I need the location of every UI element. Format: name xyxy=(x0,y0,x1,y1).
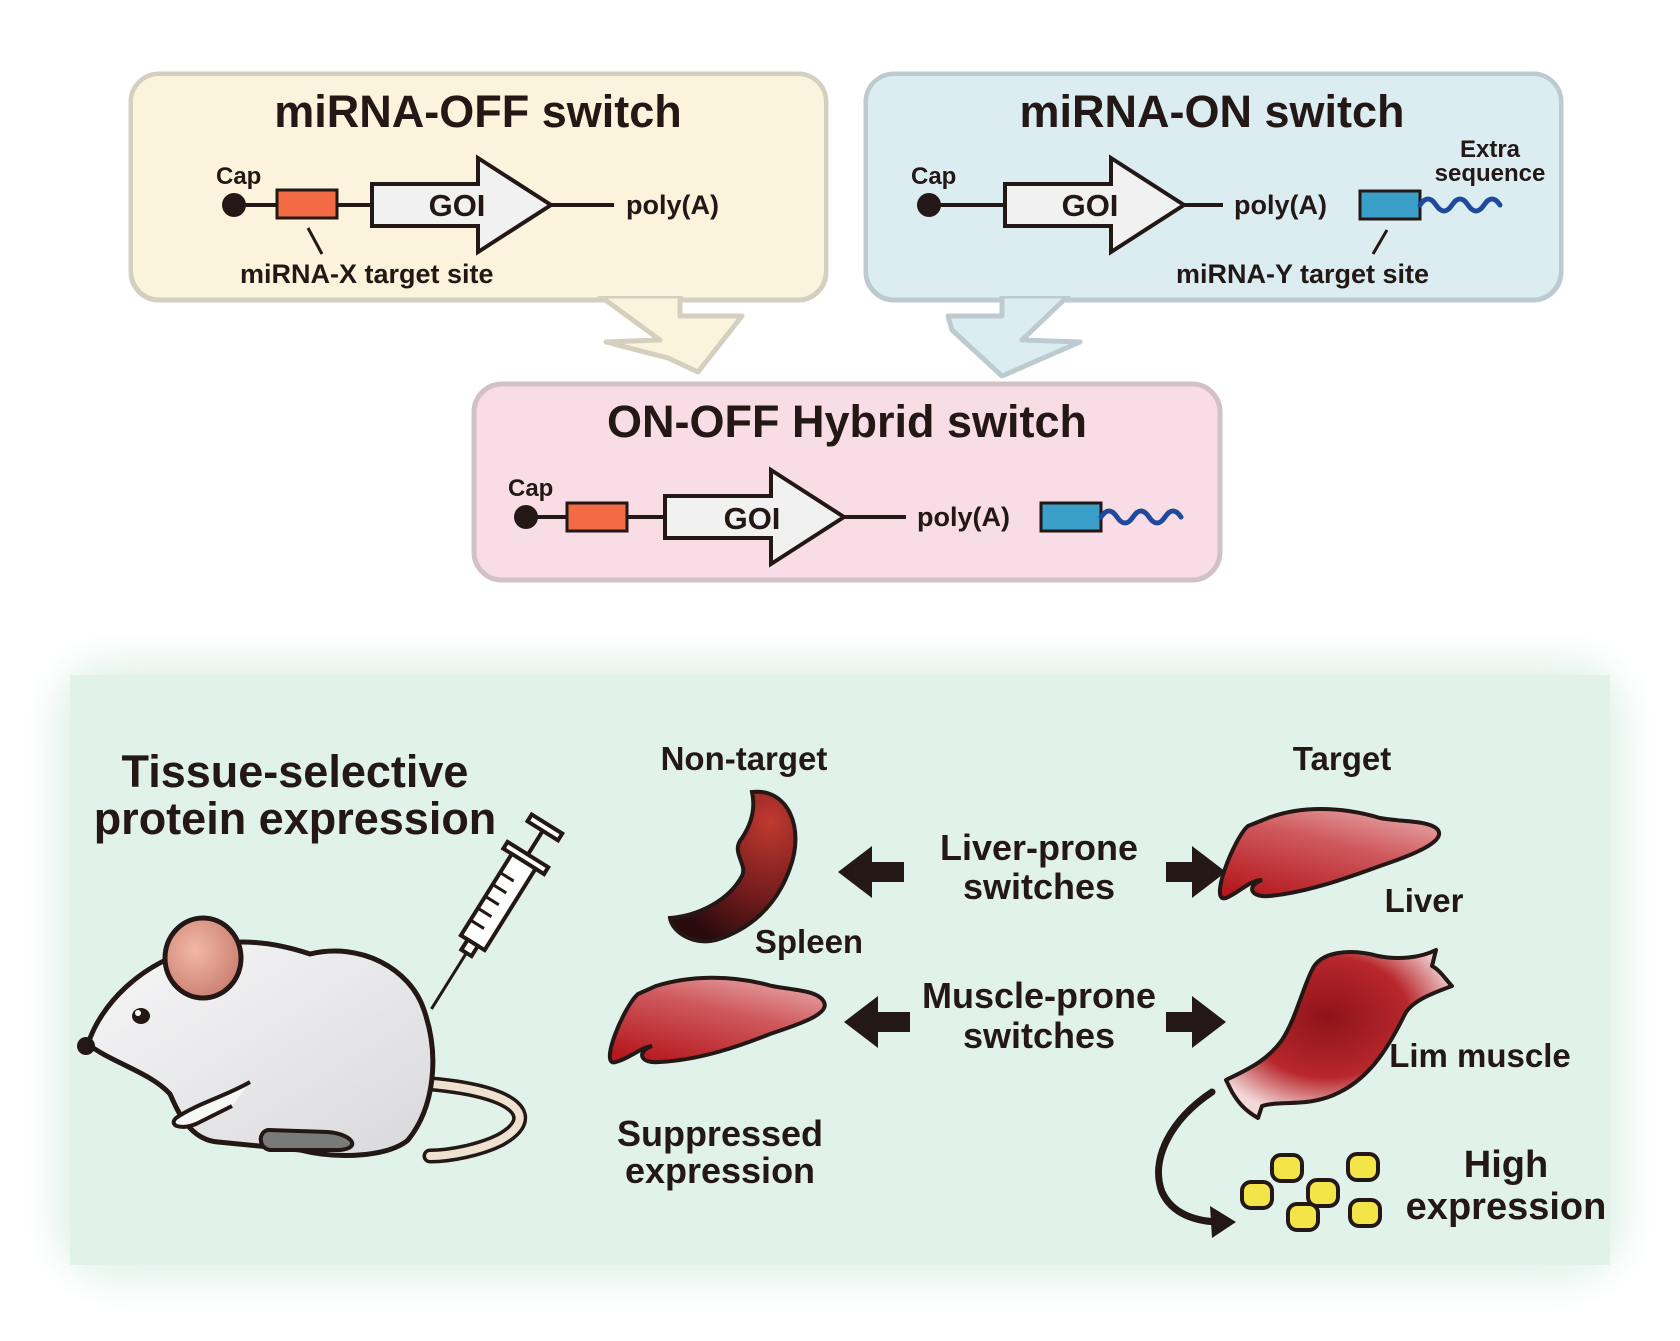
hybrid-goi-label: GOI xyxy=(724,501,781,536)
off-switch-title: miRNA-OFF switch xyxy=(274,86,682,137)
liver-prone-line2: switches xyxy=(963,866,1115,907)
high-expression-line2: expression xyxy=(1406,1186,1607,1228)
mouse-illustration xyxy=(77,915,528,1164)
expression-curve-arrow xyxy=(1155,1088,1226,1226)
hybrid-switch-panel: ON-OFF Hybrid switch Cap GOI poly(A) xyxy=(471,381,1223,583)
liver-organ xyxy=(1217,807,1442,901)
suppressed-liver-organ xyxy=(607,975,827,1065)
protein-blob xyxy=(1306,1178,1340,1208)
lim-muscle-label: Lim muscle xyxy=(1389,1037,1571,1074)
mouse-front-paw xyxy=(171,1080,252,1129)
goi-arrow xyxy=(1003,154,1188,256)
target-label: Target xyxy=(1293,740,1391,777)
off-polya-label: poly(A) xyxy=(626,190,719,220)
suppressed-line1: Suppressed xyxy=(617,1113,823,1154)
muscle-prone-line1: Muscle-prone xyxy=(922,975,1156,1016)
off-switch-callout-arrow xyxy=(597,293,745,375)
protein-blob xyxy=(1286,1202,1320,1232)
hybrid-switch-title: ON-OFF Hybrid switch xyxy=(607,396,1087,447)
off-switch-panel: miRNA-OFF switch Cap GOI poly(A) miRNA-X… xyxy=(128,71,829,375)
arrow-to-spleen xyxy=(838,846,904,898)
goi-arrow xyxy=(370,154,555,256)
mirna-y-target-site xyxy=(1358,189,1422,221)
mirna-y-target-site xyxy=(1039,501,1103,533)
high-expression-line1: High xyxy=(1464,1144,1548,1186)
extra-sequence-wave xyxy=(1417,196,1503,214)
on-goi-label: GOI xyxy=(1062,188,1119,223)
protein-blob xyxy=(1346,1152,1380,1182)
expression-arrowhead xyxy=(1210,1206,1236,1238)
syringe-icon xyxy=(430,811,565,1010)
headline-line1: Tissue-selective xyxy=(122,746,469,797)
mouse-nose xyxy=(77,1037,95,1055)
lim-muscle-organ xyxy=(1224,948,1454,1120)
cap-dot xyxy=(514,505,538,529)
extra-sequence-wave xyxy=(1098,508,1184,526)
muscle-prone-line2: switches xyxy=(963,1015,1115,1056)
goi-arrow xyxy=(663,466,848,568)
suppressed-line2: expression xyxy=(625,1150,815,1191)
on-switch-title: miRNA-ON switch xyxy=(1019,86,1404,137)
cap-dot xyxy=(222,193,246,217)
mirna-x-target-site xyxy=(275,188,339,220)
cap-dot xyxy=(917,193,941,217)
headline-line2: protein expression xyxy=(94,793,497,844)
extra-sequence-line1: Extra xyxy=(1460,136,1521,163)
mirna-x-target-site xyxy=(565,501,629,533)
protein-blob xyxy=(1240,1180,1274,1210)
spleen-organ xyxy=(667,789,798,944)
non-target-label: Non-target xyxy=(661,740,828,777)
on-site-label: miRNA-Y target site xyxy=(1176,259,1429,289)
protein-blob xyxy=(1348,1198,1382,1228)
on-switch-panel: miRNA-ON switch Cap GOI poly(A) Extra se… xyxy=(863,71,1564,379)
mouse-back-foot xyxy=(258,1127,355,1152)
arrow-to-muscle xyxy=(1166,996,1226,1048)
extra-sequence-line2: sequence xyxy=(1435,160,1546,187)
liver-label: Liver xyxy=(1385,882,1464,919)
on-cap-label: Cap xyxy=(911,163,956,190)
expressed-proteins xyxy=(1240,1152,1382,1232)
on-polya-label: poly(A) xyxy=(1234,190,1327,220)
protein-blob xyxy=(1270,1153,1304,1183)
hybrid-polya-label: poly(A) xyxy=(917,502,1010,532)
off-goi-label: GOI xyxy=(429,188,486,223)
arrow-to-suppressed-liver xyxy=(844,996,910,1048)
mouse-ear xyxy=(162,915,244,1001)
off-cap-label: Cap xyxy=(216,163,261,190)
off-site-label: miRNA-X target site xyxy=(240,259,494,289)
liver-prone-line1: Liver-prone xyxy=(940,827,1138,868)
mouse-eye xyxy=(132,1008,150,1024)
spleen-label: Spleen xyxy=(755,923,863,960)
arrow-to-liver xyxy=(1166,846,1226,898)
hybrid-cap-label: Cap xyxy=(508,475,553,502)
on-switch-callout-arrow xyxy=(945,293,1083,379)
